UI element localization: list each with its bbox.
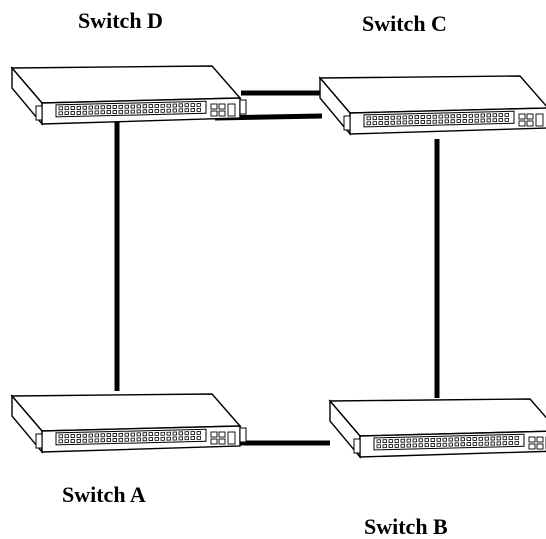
switch-a-device — [11, 393, 247, 453]
switch-b-label: Switch B — [364, 514, 448, 539]
switch-a-label: Switch A — [62, 482, 146, 507]
switch-c-device — [319, 75, 546, 135]
switch-d-label: Switch D — [78, 8, 163, 33]
switch-c-label: Switch C — [362, 11, 447, 36]
switch-b-device — [329, 398, 546, 458]
network-switch-icon — [319, 75, 546, 135]
link-lines — [114, 90, 440, 446]
switch-d-device — [11, 65, 247, 125]
network-switch-icon — [329, 398, 546, 458]
network-switch-icon — [11, 393, 247, 453]
network-switch-icon — [11, 65, 247, 125]
